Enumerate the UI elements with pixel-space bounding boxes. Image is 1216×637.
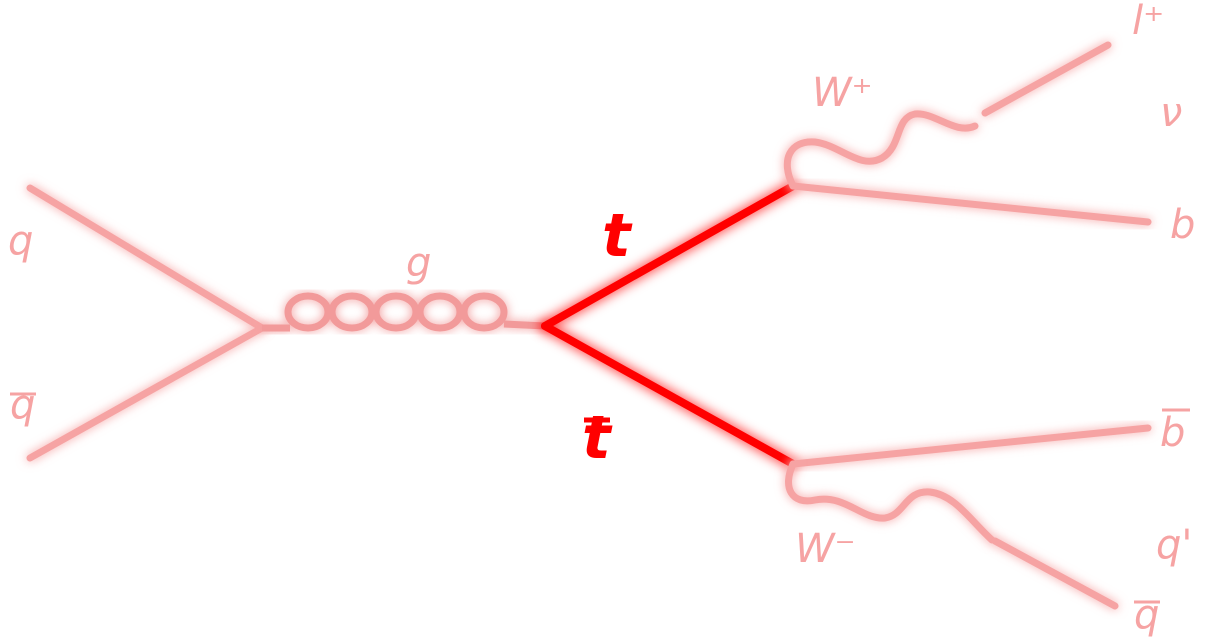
label-t: t — [602, 201, 633, 271]
label-w-plus: W⁺ — [812, 70, 873, 116]
gluon-propagator — [262, 292, 546, 332]
label-q-prime: q' — [1156, 522, 1192, 568]
label-tbar: t — [582, 403, 613, 473]
label-b: b — [1170, 202, 1195, 248]
label-w-minus: W⁻ — [795, 526, 856, 572]
b-antiquark-line — [789, 424, 1152, 468]
label-g: g — [406, 240, 431, 286]
lepton-line — [981, 41, 1112, 117]
label-q: q — [8, 218, 33, 264]
label-qbar-out: q — [1134, 592, 1159, 637]
antiquark-out-line — [991, 537, 1119, 610]
b-quark-line — [789, 182, 1152, 226]
label-bbar: b — [1160, 410, 1185, 456]
incoming-antiquark-line — [26, 324, 266, 462]
w-minus-boson — [785, 460, 996, 544]
top-quark-line — [541, 182, 797, 330]
antitop-quark-line — [541, 322, 797, 468]
incoming-quark-line — [26, 184, 266, 332]
label-l-plus: l⁺ — [1132, 0, 1164, 44]
label-qbar: q — [10, 382, 35, 428]
label-nu: ν — [1160, 90, 1182, 136]
w-plus-boson — [783, 110, 979, 190]
